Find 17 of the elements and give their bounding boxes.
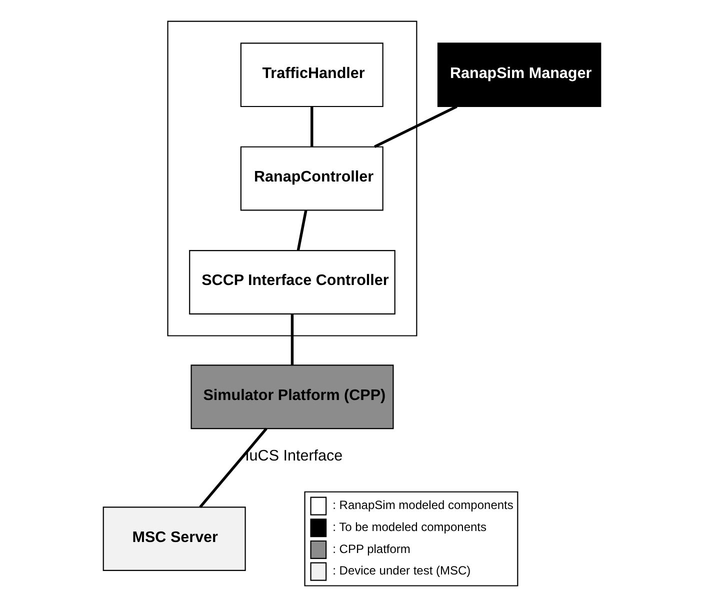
node-box: TrafficHandler (240, 42, 383, 108)
connector (198, 428, 267, 508)
edge-label: IuCS Interface (244, 447, 342, 464)
cluster (166, 20, 417, 336)
connector (374, 105, 457, 148)
legend-label: : CPP platform (332, 542, 410, 556)
connector (290, 314, 294, 366)
node-box: RanapController (240, 146, 383, 211)
legend-label: : RanapSim modeled components (332, 498, 513, 512)
legend-label: : To be modeled components (332, 520, 486, 534)
node-box: SCCP Interface Controller (188, 250, 395, 314)
node-box: Simulator Platform (CPP) (190, 364, 394, 430)
node-box: RanapSim Manager (436, 42, 601, 108)
legend-label: : Device under test (MSC) (332, 564, 470, 578)
connector (310, 106, 313, 147)
connector (296, 210, 307, 251)
node-box: MSC Server (102, 506, 246, 571)
